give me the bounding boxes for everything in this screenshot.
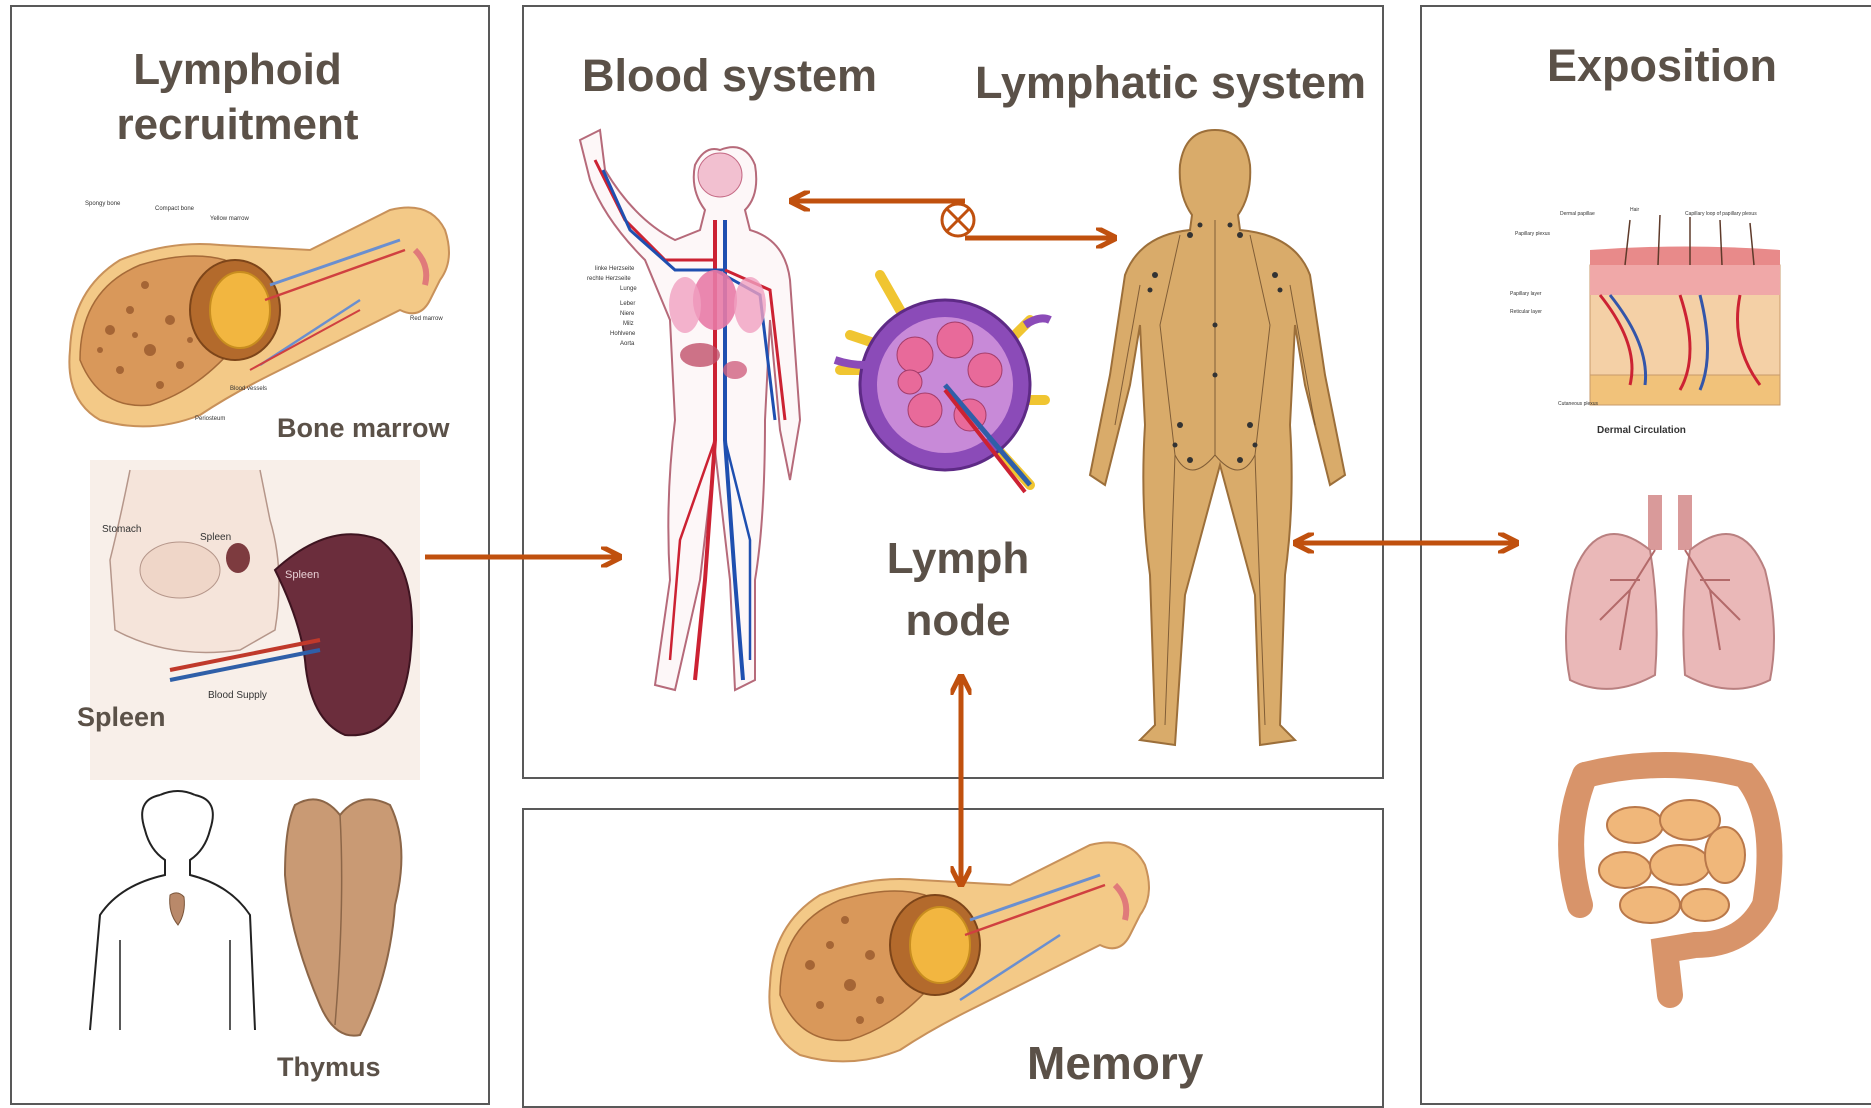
bone-marrow-illustration: Spongy bone Compact bone Yellow marrow R…: [60, 190, 460, 430]
intestines-illustration: [1555, 755, 1785, 995]
lymphatic-system-title: Lymphatic system: [975, 55, 1366, 111]
bone-annotation-yellow: Yellow marrow: [210, 216, 249, 222]
spleen-annotation-spleen-small: Spleen: [200, 532, 231, 543]
lymph-node-illustration: [830, 260, 1060, 520]
title-line-1: Lymphoid: [60, 42, 415, 97]
bone-annotation-red: Red marrow: [410, 316, 443, 322]
lungs-illustration: [1560, 490, 1780, 700]
title-line-2: recruitment: [60, 97, 415, 152]
skin-annotation-2: Hair: [1630, 207, 1640, 213]
thymus-label: Thymus: [277, 1052, 381, 1083]
lymph-node-line-2: node: [868, 590, 1048, 652]
spleen-annotation-spleen-large: Spleen: [285, 569, 319, 581]
bone-annotation-spongy: Spongy bone: [85, 201, 121, 207]
skin-annotation-1: Dermal papillae: [1560, 211, 1595, 217]
blood-annotation-5: Niere: [620, 311, 635, 317]
bone-marrow-label: Bone marrow: [277, 413, 450, 444]
spleen-label: Spleen: [77, 702, 166, 733]
blood-annotation-2: rechte Herzseite: [587, 276, 631, 282]
bone-annotation-vessels: Blood vessels: [230, 386, 267, 392]
blood-annotation-6: Milz: [623, 321, 634, 327]
skin-illustration: Dermal papillae Hair Capillary loop of p…: [1500, 205, 1800, 440]
lymph-node-line-1: Lymph: [868, 528, 1048, 590]
lymph-node-label: Lymph node: [868, 528, 1048, 652]
lymphatic-system-figure: [1080, 125, 1350, 755]
blood-annotation-8: Aorta: [620, 341, 635, 347]
blood-annotation-3: Lunge: [620, 286, 637, 292]
blood-system-title: Blood system: [582, 48, 877, 104]
blood-annotation-1: linke Herzseite: [595, 266, 635, 272]
lymphoid-recruitment-title: Lymphoid recruitment: [60, 42, 415, 152]
skin-annotation-6: Reticular layer: [1510, 309, 1542, 315]
spleen-annotation-blood-supply: Blood Supply: [208, 690, 267, 701]
skin-annotation-7: Cutaneous plexus: [1558, 401, 1599, 407]
exposition-title: Exposition: [1547, 38, 1777, 94]
blood-system-figure: linke Herzseite rechte Herzseite Lunge L…: [565, 120, 805, 700]
memory-bone-illustration: [760, 825, 1160, 1065]
blood-annotation-4: Leber: [620, 301, 635, 307]
skin-annotation-4: Papillary plexus: [1515, 231, 1551, 237]
skin-annotation-3: Capillary loop of papillary plexus: [1685, 211, 1757, 217]
blood-annotation-7: Hohlvene: [610, 331, 636, 337]
bone-annotation-compact: Compact bone: [155, 206, 195, 212]
skin-annotation-5: Papillary layer: [1510, 291, 1542, 297]
memory-title: Memory: [1027, 1035, 1203, 1093]
bone-annotation-periosteum: Periosteum: [195, 416, 225, 422]
thymus-illustration: [90, 785, 430, 1045]
spleen-annotation-stomach: Stomach: [102, 524, 141, 535]
dermal-circulation-caption: Dermal Circulation: [1597, 425, 1686, 436]
